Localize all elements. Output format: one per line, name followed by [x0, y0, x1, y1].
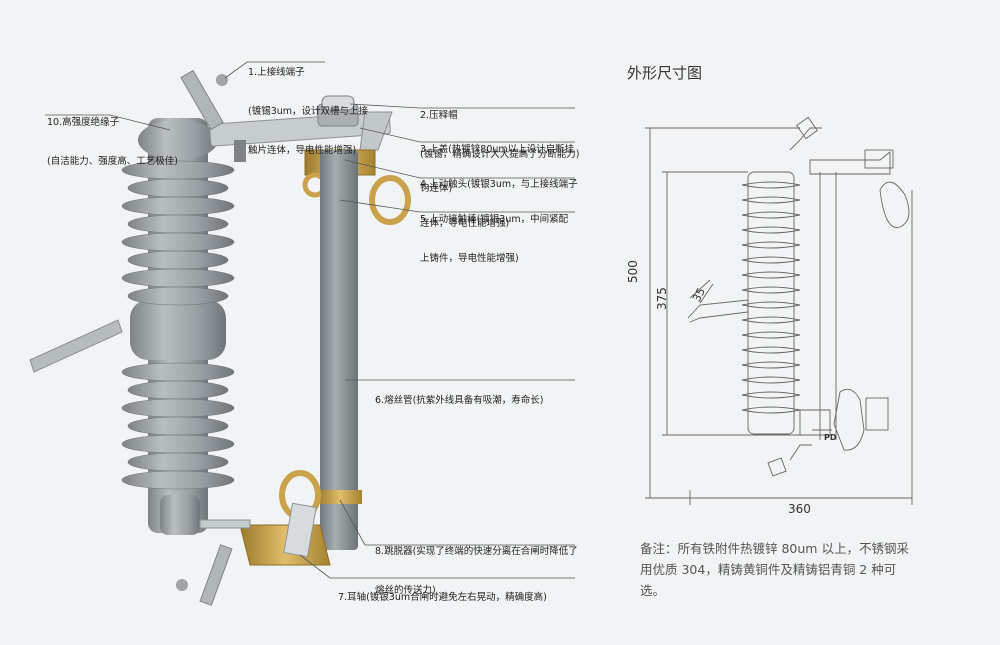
insulator-shed	[121, 232, 235, 252]
callout-4-line: 连体，导电性能增强)	[420, 218, 510, 229]
mounting-bracket	[29, 319, 123, 373]
insulator-shed	[121, 434, 235, 454]
drawing-shed	[741, 181, 801, 189]
insulator-shed	[127, 416, 229, 436]
insulator-shed	[127, 214, 229, 234]
callout-1-line: 1.上接线端子	[248, 67, 305, 78]
callout-4: 4.上动触头(镀银3um，与上接线端子 连体，导电性能增强)	[420, 152, 578, 256]
dimension-500: 500	[626, 260, 640, 283]
callout-1: 1.上接线端子 (镀锡3um，设计双槽与上接 触片连体，导电性能增强)	[248, 40, 368, 183]
callout-7: 7.耳轴(镀银3um合闸时避免左右晃动，精确度高)	[338, 565, 547, 630]
callout-1-line: (镀锡3um，设计双槽与上接	[248, 106, 369, 117]
drawing-shed	[741, 271, 801, 279]
drawing-shed	[741, 331, 801, 339]
insulator	[121, 118, 235, 535]
note-text: 备注：所有铁附件热镀锌 80um 以上，不锈钢采用优质 304，精铸黄铜件及精铸…	[640, 541, 909, 598]
drawing-shed	[741, 406, 801, 414]
insulator-shed	[121, 268, 235, 288]
callout-4-line: 4.上动触头(镀银3um，与上接线端子	[420, 179, 578, 190]
pd-tag: PD	[824, 433, 837, 442]
dimension-drawing	[645, 116, 913, 505]
drawing-shed	[741, 361, 801, 369]
insulator-shed	[121, 362, 235, 382]
insulator-shed	[121, 470, 235, 490]
leader-lines	[45, 61, 575, 579]
drawing-shed	[741, 376, 801, 384]
callout-2-line: 2.压释帽	[420, 110, 458, 121]
drawing-shed	[741, 286, 801, 294]
drawing-shed	[741, 391, 801, 399]
insulator-shed	[127, 250, 229, 270]
callout-8-line: 熔丝的传送力)	[375, 585, 436, 596]
drawing-shed	[741, 301, 801, 309]
callout-3-line: 3.上盖(热镀锌80um以上设计启断挂	[420, 144, 575, 155]
drawing-shed	[741, 316, 801, 324]
callout-7-line: 7.耳轴(镀银3um合闸时避免左右晃动，精确度高)	[338, 592, 547, 603]
insulator-shed	[127, 286, 229, 306]
bottom-contact-assembly	[176, 470, 362, 606]
drawing-shed	[741, 196, 801, 204]
callout-10: 10.高强度绝缘子 (自洁能力、强度高、工艺极佳)	[47, 90, 178, 194]
dimension-375: 375	[655, 287, 669, 310]
drawing-title: 外形尺寸图	[627, 64, 703, 82]
callout-2: 2.压释帽 (镀锡，精确设计大大提高了分断能力)	[420, 83, 579, 187]
insulator-shed	[127, 380, 229, 400]
drawing-shed	[741, 226, 801, 234]
callout-5: 5.上动接触棒(镀银3um，中间紧配 上铸件，导电性能增强)	[420, 187, 568, 291]
callout-10-line: (自洁能力、强度高、工艺极佳)	[47, 156, 178, 167]
insulator-shed	[121, 398, 235, 418]
callout-5-line: 上铸件，导电性能增强)	[420, 253, 519, 264]
callout-6: 6.熔丝管(抗紫外线具备有吸潮，寿命长)	[375, 368, 543, 433]
drawing-shed	[741, 346, 801, 354]
callout-6-line: 6.熔丝管(抗紫外线具备有吸潮，寿命长)	[375, 395, 544, 406]
callout-2-line: (镀锡，精确设计大大提高了分断能力)	[420, 149, 580, 160]
callout-1-line: 触片连体，导电性能增强)	[248, 145, 357, 156]
callout-8-line: 8.跳脱器(实现了终端的快速分离在合闸时降低了	[375, 546, 578, 557]
callout-5-line: 5.上动接触棒(镀银3um，中间紧配	[420, 214, 569, 225]
fuse-tube	[320, 150, 358, 550]
drawing-shed	[741, 256, 801, 264]
drawing-shed	[741, 241, 801, 249]
drawing-shed	[741, 211, 801, 219]
callout-3: 3.上盖(热镀锌80um以上设计启断挂 钩连体)	[420, 117, 574, 221]
insulator-shed	[121, 196, 235, 216]
insulator-shed	[127, 452, 229, 472]
dimension-360: 360	[788, 502, 811, 516]
callout-3-line: 钩连体)	[420, 183, 453, 194]
callout-8: 8.跳脱器(实现了终端的快速分离在合闸时降低了 熔丝的传送力)	[375, 519, 578, 623]
callout-10-line: 10.高强度绝缘子	[47, 117, 120, 128]
